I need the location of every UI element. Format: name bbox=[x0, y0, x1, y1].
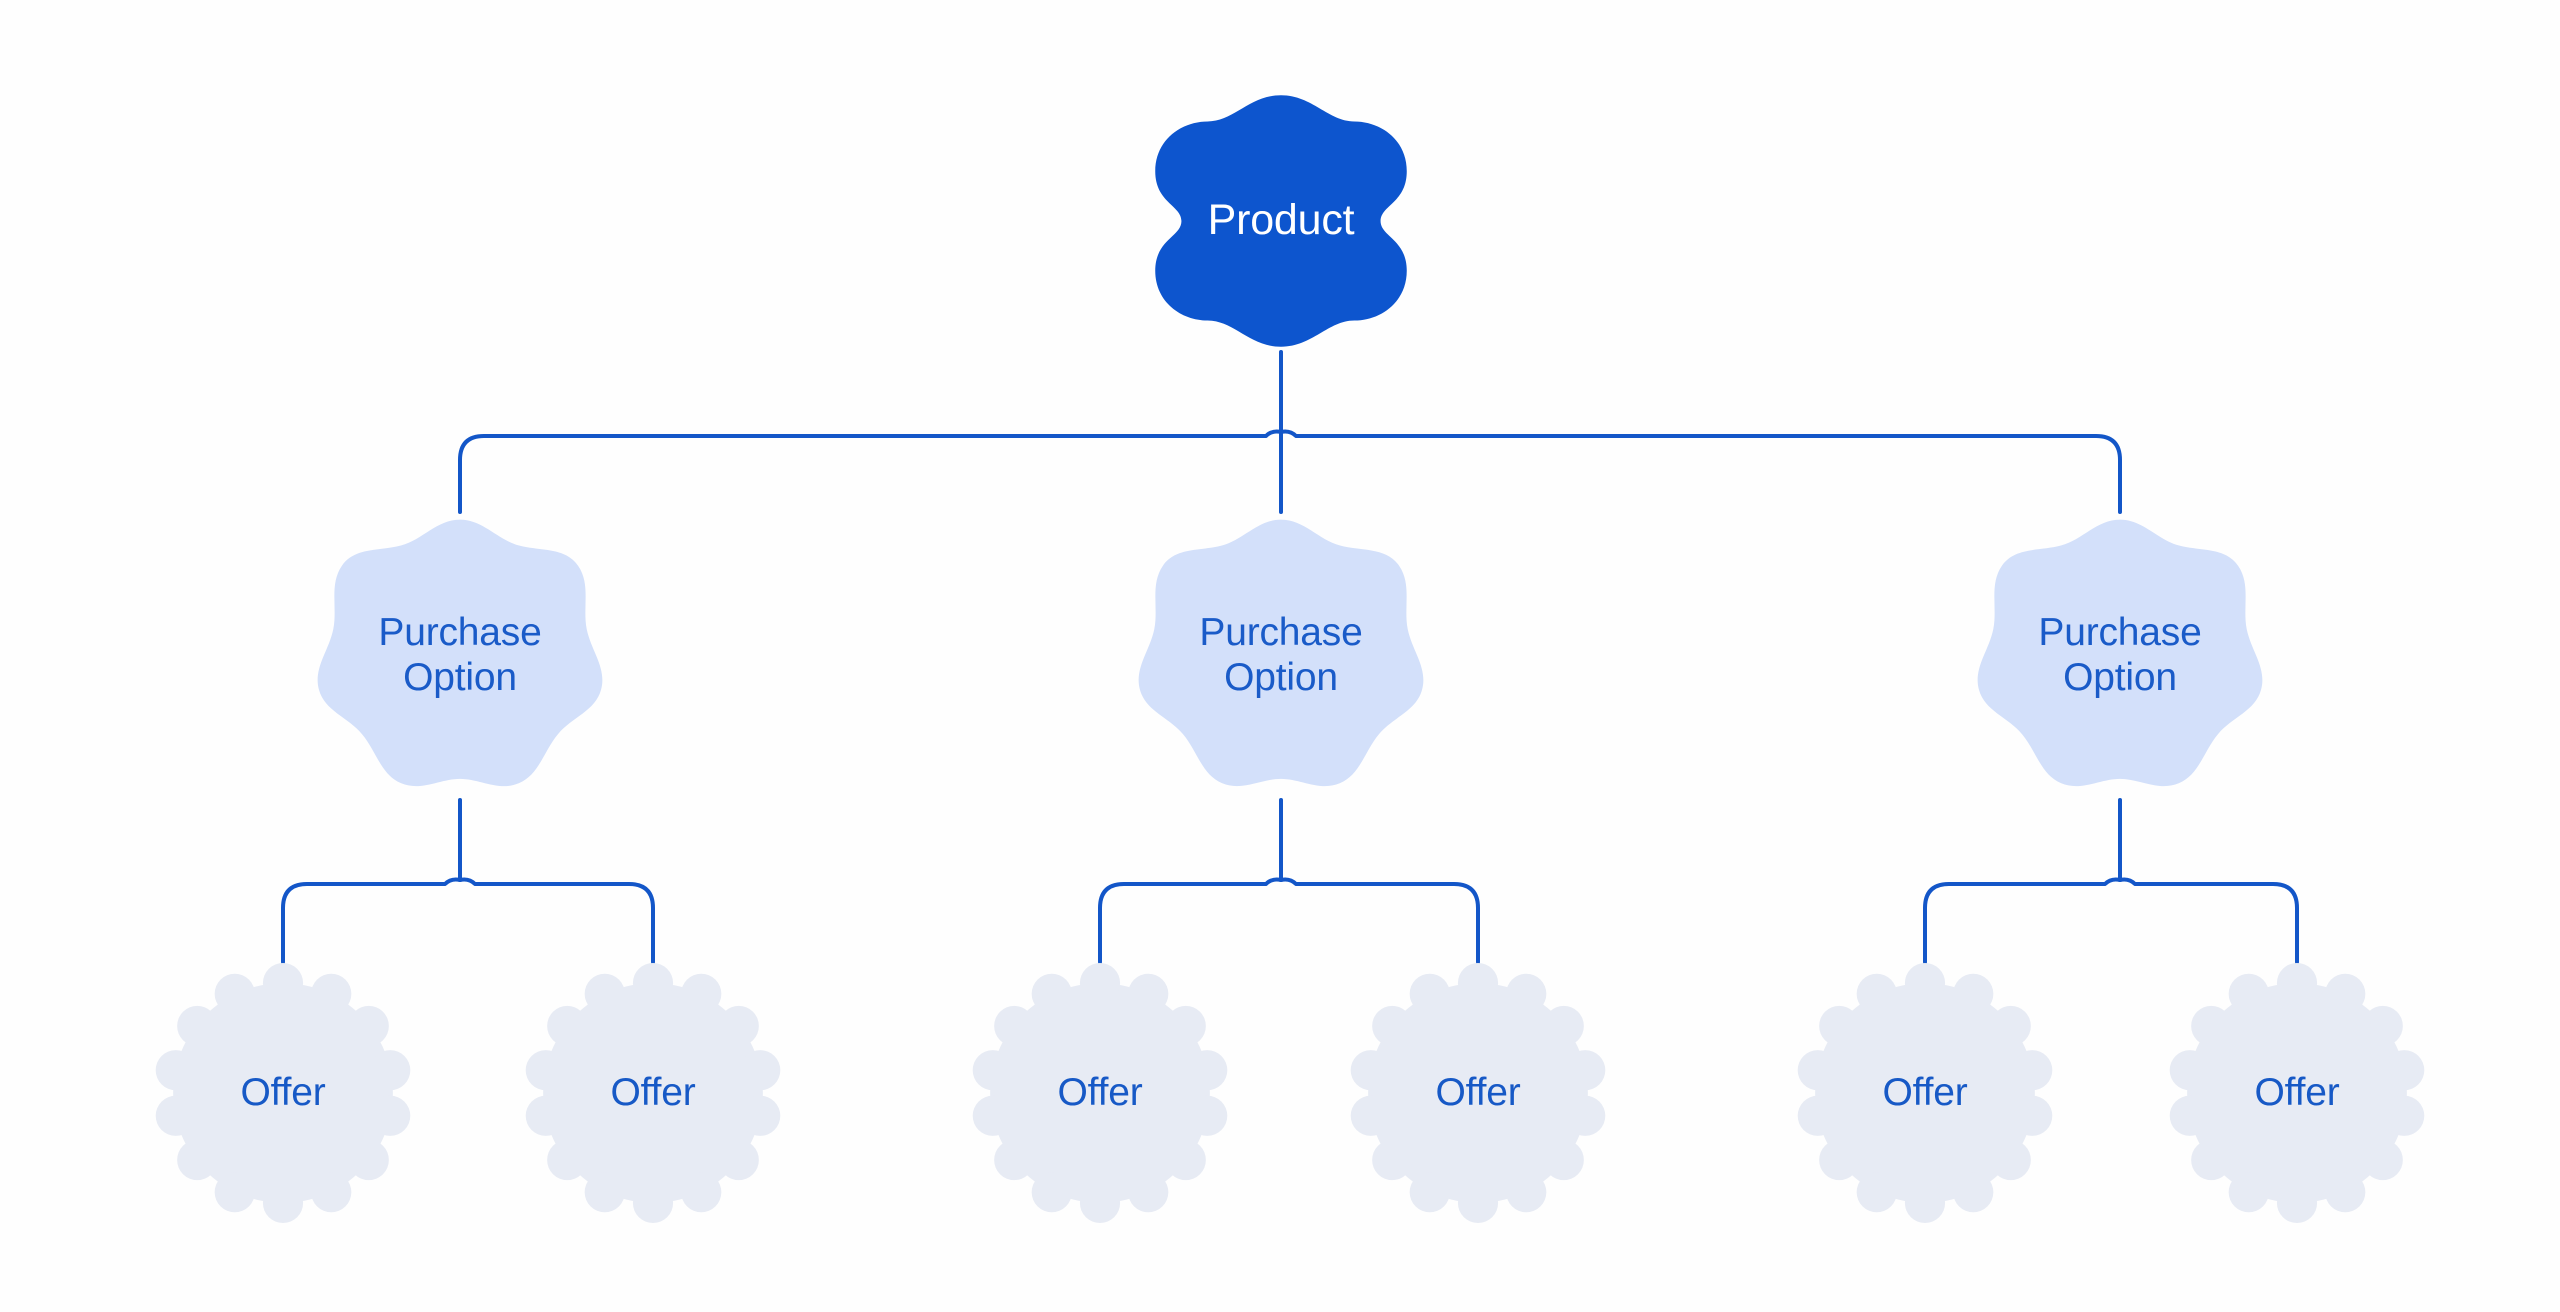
offer-label: Offer bbox=[1057, 1071, 1143, 1115]
node-offer-4[interactable]: Offer bbox=[1344, 959, 1612, 1227]
purchase-option-flower-shape bbox=[1977, 519, 2263, 787]
offer-label: Offer bbox=[2254, 1071, 2340, 1115]
node-purchase-option-2[interactable]: Purchase Option bbox=[1130, 511, 1432, 799]
node-offer-5[interactable]: Offer bbox=[1791, 959, 2059, 1227]
node-product[interactable]: Product bbox=[1150, 90, 1412, 352]
offer-scallop-shape bbox=[1797, 963, 2053, 1223]
offer-scallop-shape bbox=[2169, 963, 2425, 1223]
node-offer-6[interactable]: Offer bbox=[2163, 959, 2431, 1227]
offer-label: Offer bbox=[610, 1071, 696, 1115]
offer-scallop-shape bbox=[155, 963, 411, 1223]
node-purchase-option-1[interactable]: Purchase Option bbox=[309, 511, 611, 799]
purchase-option-label: Purchase Option bbox=[1199, 610, 1363, 699]
purchase-option-label: Purchase Option bbox=[378, 610, 542, 699]
offer-scallop-shape bbox=[1350, 963, 1606, 1223]
node-offer-2[interactable]: Offer bbox=[519, 959, 787, 1227]
purchase-option-flower-shape bbox=[1138, 519, 1424, 787]
node-purchase-option-3[interactable]: Purchase Option bbox=[1969, 511, 2271, 799]
node-offer-3[interactable]: Offer bbox=[966, 959, 1234, 1227]
offer-scallop-shape bbox=[525, 963, 781, 1223]
offer-label: Offer bbox=[1882, 1071, 1968, 1115]
offer-label: Offer bbox=[240, 1071, 326, 1115]
offer-label: Offer bbox=[1435, 1071, 1521, 1115]
node-offer-1[interactable]: Offer bbox=[149, 959, 417, 1227]
product-label: Product bbox=[1207, 196, 1355, 245]
product-blob-shape bbox=[1155, 95, 1407, 347]
purchase-option-flower-shape bbox=[317, 519, 603, 787]
offer-scallop-shape bbox=[972, 963, 1228, 1223]
purchase-option-label: Purchase Option bbox=[2038, 610, 2202, 699]
